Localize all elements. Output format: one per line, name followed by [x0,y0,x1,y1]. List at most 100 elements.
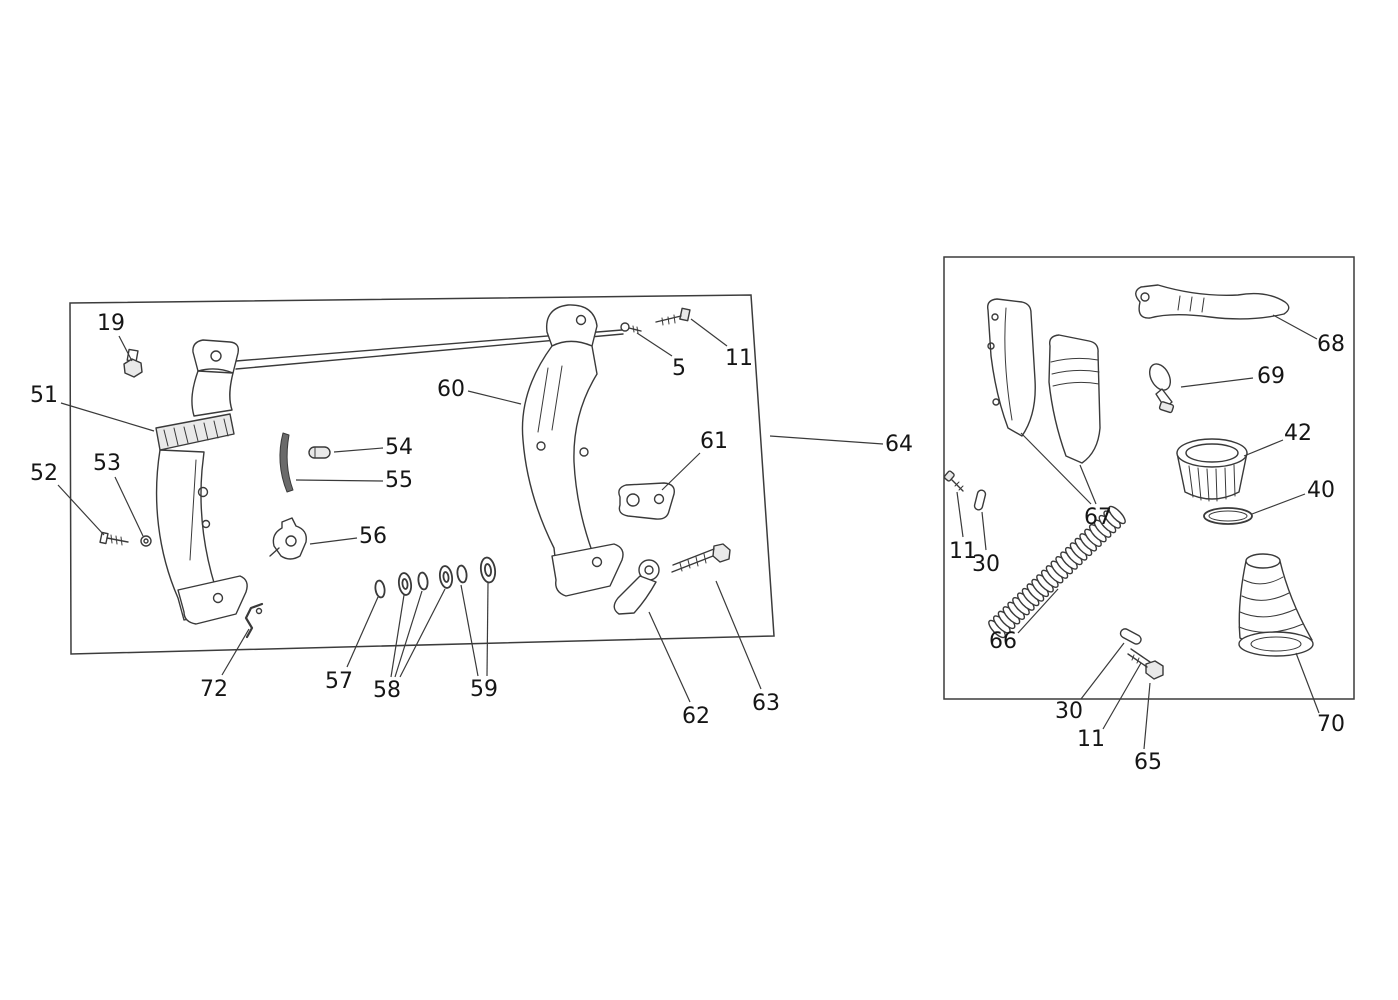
part-60-bracket-drawing [521,304,624,597]
part-40-oring-drawing [1203,507,1253,525]
part-68-lever-drawing-shape [1135,284,1290,320]
part-70-boot-drawing [1238,553,1314,657]
part-label-59: 59 [470,677,498,702]
leader-line-61 [661,452,701,491]
part-68-lever-drawing [1135,284,1290,320]
part-65-bolt-drawing-shape [1145,660,1164,680]
part-63-bolt-drawing-shape [703,553,707,564]
part-63-bolt-drawing-shape [671,555,714,573]
leader-line-11t [690,318,728,347]
part-51-bracket-drawing-shape [223,418,229,437]
parts-57-58-59-washers-drawing-shape [442,571,450,583]
part-67-cover-left-drawing-shape [991,313,999,321]
leader-line-67 [1079,464,1097,505]
part-label-11a: 11 [949,539,977,564]
part-label-61: 61 [700,429,728,454]
part-67-cover-right-drawing-shape [1052,381,1100,387]
leader-line-63 [715,580,762,690]
part-51-bracket-drawing-shape [213,420,219,439]
part-65-bolt-drawing-shape [1136,657,1140,664]
part-60-bracket-drawing-shape [551,365,563,431]
part-60-bracket-drawing-shape [521,340,603,585]
leader-line-65 [1143,682,1151,750]
part-52-screw-drawing-shape [115,535,118,545]
part-63-bolt-drawing-shape [672,548,715,566]
spring-coil [1108,505,1126,525]
part-61-link-drawing [618,482,675,520]
part-53-screw-head-drawing-shape [140,535,152,547]
part-label-40: 40 [1307,478,1335,503]
leader-line-53 [114,476,144,537]
part-42-cap-drawing-shape [1215,468,1218,502]
part-51-bracket-drawing-shape [173,427,179,446]
part-51-bracket-drawing-shape [189,459,197,561]
leader-line-19 [118,335,133,362]
part-72-clip-drawing-shape [255,607,263,615]
part-72-clip-drawing-shape [244,602,264,639]
part-60-bracket-drawing-shape [591,556,603,568]
part-label-66: 66 [989,629,1017,654]
part-label-5: 5 [672,356,686,381]
part-drawings [99,284,1314,680]
part-label-70: 70 [1317,712,1345,737]
part-52-screw-drawing-shape [120,536,123,546]
parts-57-58-59-washers-drawing-shape [401,578,409,590]
part-68-lever-drawing-shape [1189,296,1193,312]
part-label-69: 69 [1257,364,1285,389]
part-42-cap-drawing-shape [1224,467,1227,500]
part-label-72: 72 [200,677,228,702]
leader-line-58 [390,594,405,678]
part-70-boot-drawing-shape [1250,636,1302,652]
part-11-screw-top-drawing-shape [673,314,676,324]
part-60-bracket-drawing-shape [551,543,624,597]
parts-57-58-59-washers-drawing-shape [397,572,413,596]
part-11-screw-right-top-drawing-shape [951,479,964,492]
part-62-lever-drawing [613,559,660,615]
part-5-screw-drawing-shape [620,322,630,332]
part-65-bolt-drawing-shape [1130,648,1151,663]
part-19-bolt-drawing [123,348,143,378]
leader-line-69 [1180,377,1254,388]
part-72-clip-drawing [244,602,264,639]
leader-line-52 [57,484,105,536]
part-61-link-drawing-shape [618,482,675,520]
part-56-clamp-drawing [269,517,307,560]
leader-line-55 [295,479,384,482]
leader-line-72 [221,628,250,676]
part-11-screw-right-top-drawing-shape [943,470,955,482]
part-67-cover-left-drawing-shape [1004,307,1013,421]
leader-line-62 [648,611,691,703]
part-label-42: 42 [1284,421,1312,446]
part-label-57: 57 [325,669,353,694]
part-68-lever-drawing-shape [1140,292,1150,302]
part-68-lever-drawing-shape [1177,295,1181,311]
part-label-56: 56 [359,524,387,549]
part-54-pin-drawing-shape [308,446,331,459]
part-61-link-drawing-shape [626,493,640,507]
leader-line-58 [394,590,423,678]
leader-line-59 [486,582,489,677]
part-label-65: 65 [1134,750,1162,775]
part-63-bolt-drawing-shape [695,556,699,567]
leader-line-11a [956,491,964,538]
part-51-bracket-drawing-shape [191,370,234,417]
part-label-53: 53 [93,451,121,476]
part-52-screw-drawing [99,531,129,546]
part-label-11t: 11 [725,346,753,371]
part-5-screw-drawing-shape [628,327,642,332]
part-65-bolt-drawing [1127,648,1164,680]
part-label-30b: 30 [1055,699,1083,724]
leader-lines [57,314,1320,750]
part-label-62: 62 [682,704,710,729]
part-55-blade-drawing-shape [279,432,294,493]
part-52-screw-drawing-shape [110,534,113,544]
leader-line-64 [769,435,884,445]
part-51-bracket-drawing [155,339,248,625]
part-69-knob-drawing-shape [1148,363,1172,391]
part-68-lever-drawing-shape [1201,297,1205,313]
panel-boxes [69,256,1355,700]
part-label-55: 55 [385,468,413,493]
part-51-bracket-drawing-shape [177,575,248,625]
part-42-cap-drawing-shape [1188,465,1194,498]
